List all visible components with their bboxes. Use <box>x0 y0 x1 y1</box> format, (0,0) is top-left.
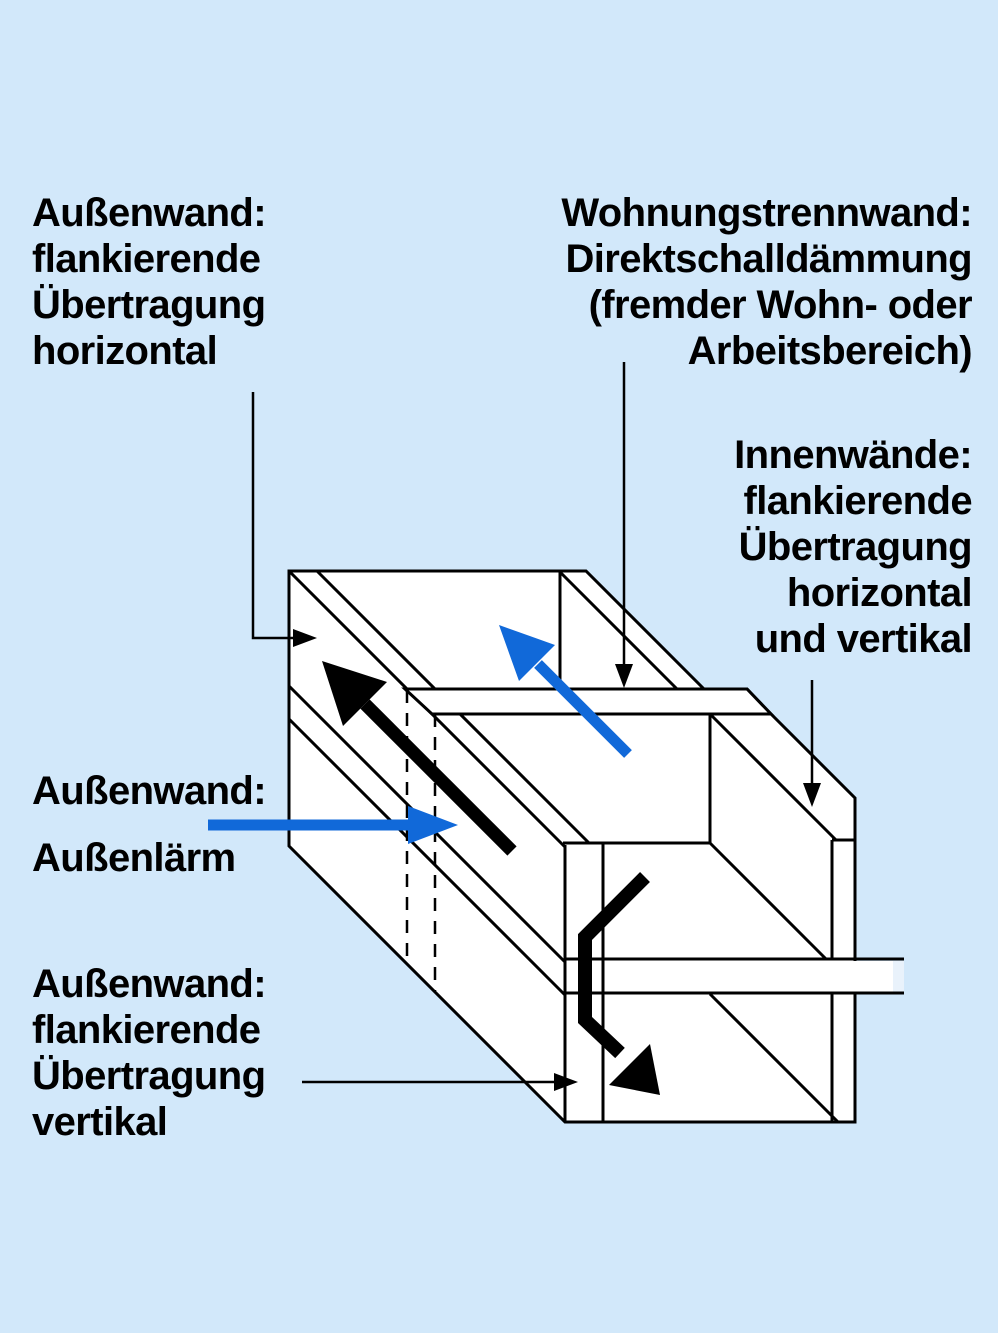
floor-slab <box>565 957 904 995</box>
label-line: Wohnungstrennwand: <box>561 191 972 235</box>
label-line: Außenwand: <box>32 769 267 813</box>
flanking-horizontal-arrow <box>322 661 517 856</box>
label-line: flankierende <box>743 479 973 523</box>
outer-wall-cut-face <box>563 843 605 1122</box>
label-line: vertikal <box>32 1100 168 1144</box>
label-wohnungstrennwand: Wohnungstrennwand: Direktschalldämmung (… <box>561 190 972 374</box>
leader-aussenwand-vertikal <box>302 1073 578 1091</box>
label-line: Direktschalldämmung <box>565 237 973 281</box>
label-line: Übertragung <box>738 525 973 569</box>
flanking-vertical-arrow <box>578 872 660 1095</box>
label-aussenwand-flankierend-vertikal: Außenwand: flankierende Übertragung vert… <box>32 961 267 1145</box>
label-aussenlaerm-line1: Außenwand: <box>32 768 267 814</box>
hidden-edge-dashed-lines <box>405 690 437 991</box>
label-line: Außenwand: <box>32 191 267 235</box>
label-line: Übertragung <box>32 1054 266 1098</box>
label-line: horizontal <box>32 329 218 373</box>
direct-transmission-arrow <box>499 625 632 758</box>
label-line: flankierende <box>32 1008 261 1052</box>
label-line: Übertragung <box>32 283 266 327</box>
label-line: Arbeitsbereich) <box>687 329 973 373</box>
leader-wohnungstrennwand <box>615 362 633 688</box>
outside-noise-arrow <box>208 806 458 844</box>
label-line: und vertikal <box>754 617 973 661</box>
leader-innenwaende <box>803 680 821 807</box>
label-innenwaende: Innenwände: flankierende Übertragung hor… <box>734 432 972 662</box>
label-line: Außenwand: <box>32 962 267 1006</box>
label-line: (fremder Wohn- oder <box>588 283 973 327</box>
label-line: horizontal <box>786 571 973 615</box>
room-corner-lines <box>563 712 855 1124</box>
top-slab <box>401 687 775 716</box>
label-aussenlaerm-line2: Außenlärm <box>32 835 236 881</box>
leader-aussenwand-horizontal <box>251 392 317 647</box>
label-line: flankierende <box>32 237 261 281</box>
label-line: Außenlärm <box>32 836 236 880</box>
label-aussenwand-flankierend-horizontal: Außenwand: flankierende Übertragung hori… <box>32 190 267 374</box>
label-line: Innenwände: <box>734 433 972 477</box>
